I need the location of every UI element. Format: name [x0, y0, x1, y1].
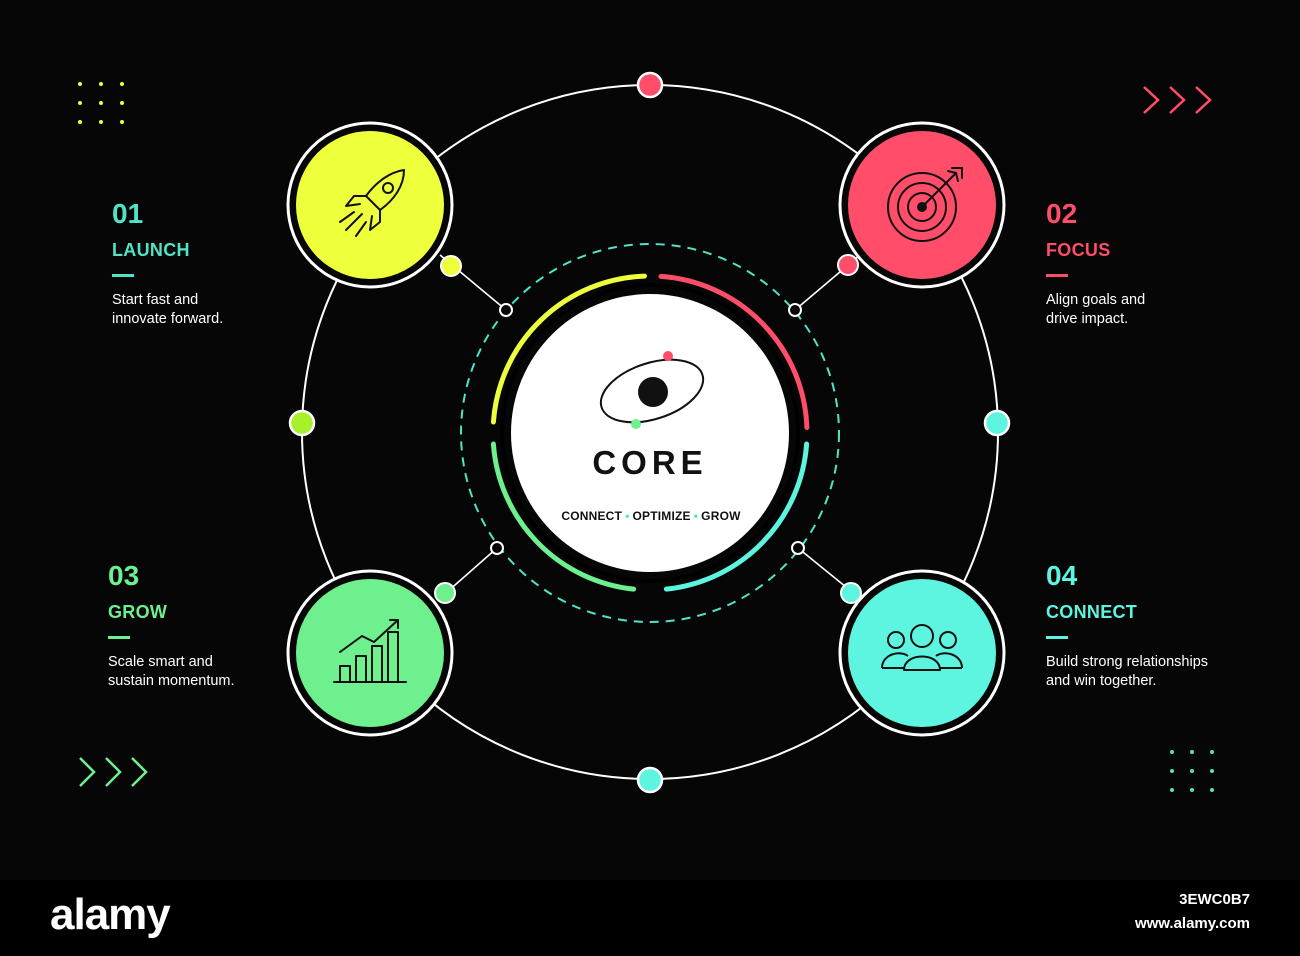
decor-dot-grid-bottom-right [1170, 750, 1214, 792]
step-circle-connect [838, 569, 1006, 737]
step-name: LAUNCH [112, 240, 190, 260]
orbit-logo-icon [599, 351, 705, 429]
dashed-ring [460, 243, 840, 623]
step-focus: 02 FOCUS Align goals and drive impact. [1046, 200, 1226, 329]
decor-chevrons-bottom-left [79, 757, 148, 787]
core-tagline: CONNECT•OPTIMIZE•GROW [520, 509, 782, 523]
arc-grow [490, 441, 637, 592]
step-description: Align goals and drive impact. [1046, 292, 1146, 327]
decor-dot-grid-top-left [78, 82, 124, 124]
step-circle-grow [286, 569, 454, 737]
step-description: Scale smart and sustain momentum. [108, 654, 235, 689]
step-number: 03 [108, 560, 140, 591]
core-title: CORE [592, 444, 708, 481]
team-icon [881, 624, 963, 671]
step-description: Start fast and innovate forward. [112, 292, 224, 327]
watermark-site: www.alamy.com [1134, 915, 1250, 932]
growth-chart-icon [333, 619, 407, 683]
step-description: Build strong relationships and win toget… [1046, 654, 1209, 689]
step-underline [1046, 636, 1068, 639]
step-launch: 01 LAUNCH Start fast and innovate forwar… [112, 200, 292, 329]
step-underline [112, 274, 134, 277]
tagline-connect: CONNECT [561, 509, 623, 523]
step-number: 04 [1046, 560, 1078, 591]
tagline-separator: • [625, 509, 630, 523]
tagline-grow: GROW [701, 509, 741, 523]
infographic-canvas: CORE CONNECT•OPTIMIZE•GROW 01 LAUNCH Sta… [78, 71, 1256, 794]
watermark-image-id: 3EWC0B7 [1179, 891, 1250, 908]
core-cycle-diagram [78, 71, 1214, 794]
watermark-brand: alamy [50, 890, 171, 939]
tagline-separator: • [693, 509, 699, 523]
tagline-optimize: OPTIMIZE [632, 509, 691, 523]
progress-arc-ring [490, 273, 810, 592]
step-circle-launch [286, 121, 454, 289]
step-name: GROW [108, 602, 168, 622]
core-circle [511, 294, 789, 572]
core-ring [500, 283, 800, 583]
step-underline [1046, 274, 1068, 277]
watermark-reference: 3EWC0B7 www.alamy.com [1135, 888, 1250, 936]
step-name: CONNECT [1046, 602, 1138, 622]
step-circle-focus [838, 121, 1006, 289]
orbit-nodes [288, 71, 1011, 794]
watermark-footer: alamy 3EWC0B7 www.alamy.com [0, 880, 1300, 956]
step-grow: 03 GROW Scale smart and sustain momentum… [108, 562, 288, 691]
arc-launch [490, 273, 647, 425]
step-number: 01 [112, 198, 144, 229]
step-connect: 04 CONNECT Build strong relationships an… [1046, 562, 1256, 691]
arc-connect [663, 441, 810, 592]
decor-chevrons-top-right [1143, 86, 1212, 114]
step-name: FOCUS [1046, 240, 1111, 260]
rocket-icon [339, 169, 405, 237]
target-icon [887, 167, 963, 242]
step-number: 02 [1046, 198, 1078, 229]
arc-focus [658, 273, 810, 430]
connector-nodes [434, 254, 862, 604]
step-underline [108, 636, 130, 639]
